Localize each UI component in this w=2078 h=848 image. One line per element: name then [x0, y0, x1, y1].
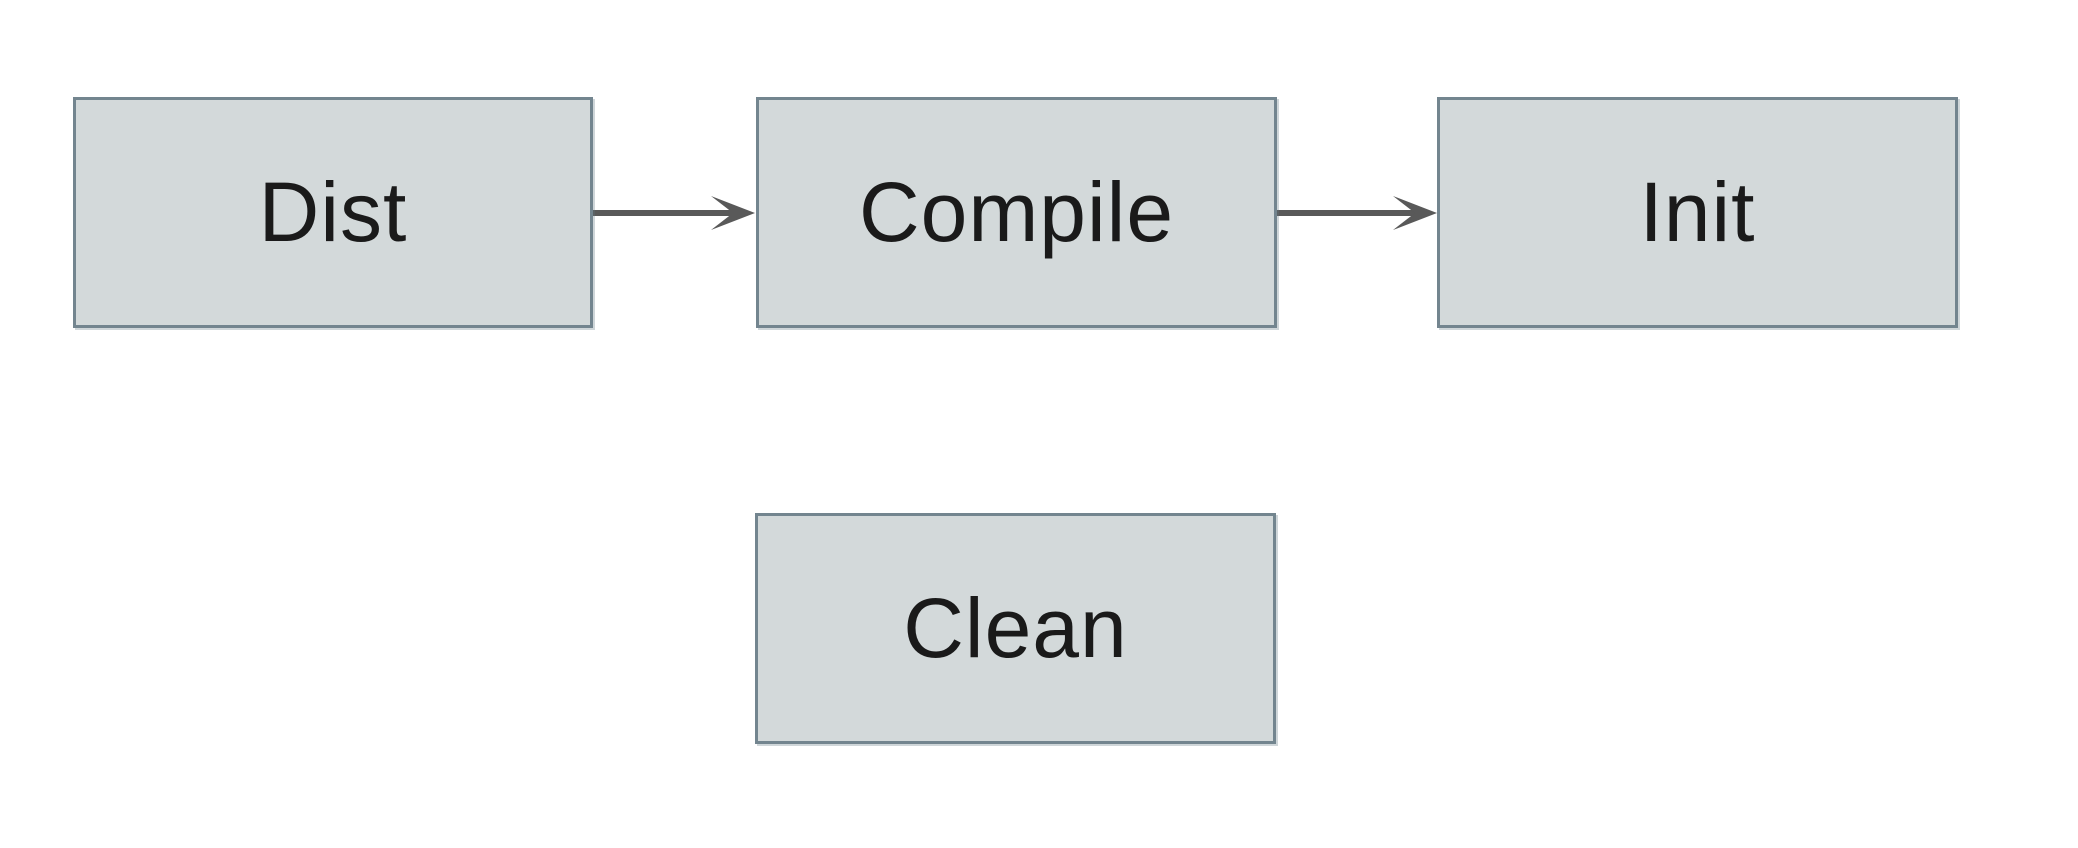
node-dist[interactable]: Dist: [73, 97, 593, 328]
node-compile[interactable]: Compile: [756, 97, 1277, 328]
node-clean-label: Clean: [903, 581, 1128, 675]
arrow-dist-to-compile[interactable]: [593, 196, 755, 230]
arrowhead-icon: [711, 196, 755, 230]
node-compile-label: Compile: [858, 165, 1175, 259]
arrow-compile-to-init[interactable]: [1277, 196, 1437, 230]
node-clean[interactable]: Clean: [755, 513, 1276, 744]
node-dist-label: Dist: [258, 165, 408, 259]
node-init[interactable]: Init: [1437, 97, 1958, 328]
node-init-label: Init: [1639, 165, 1756, 259]
arrowhead-icon: [1393, 196, 1437, 230]
